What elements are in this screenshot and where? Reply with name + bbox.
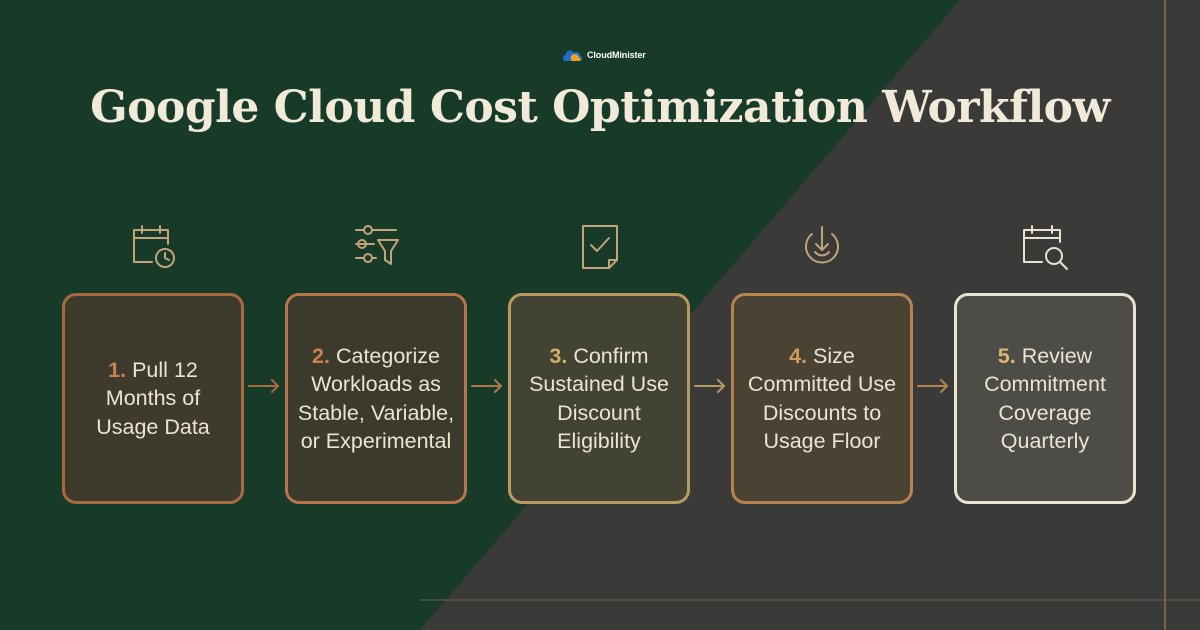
step-card-3: 3. Confirm Sustained Use Discount Eligib…	[508, 293, 690, 504]
step-card-4: 4. Size Committed Use Discounts to Usage…	[731, 293, 913, 504]
step-number-5: 5.	[997, 343, 1016, 368]
step-text-1: 1. Pull 12 Months of Usage Data	[73, 356, 233, 442]
step-label-3: Confirm Sustained Use Discount Eligibili…	[529, 343, 669, 454]
arrow-right-icon	[917, 379, 948, 393]
calendar-search-icon	[1023, 225, 1068, 270]
step-text-5: 5. Review Commitment Coverage Quarterly	[965, 342, 1125, 456]
brand-logo: CloudMinister	[561, 45, 646, 65]
filter-sliders-icon	[355, 225, 399, 265]
step-card-1: 1. Pull 12 Months of Usage Data	[62, 293, 244, 504]
step-card-5: 5. Review Commitment Coverage Quarterly	[954, 293, 1136, 504]
download-circle-icon	[805, 226, 839, 264]
step-label-5: Review Commitment Coverage Quarterly	[984, 343, 1106, 454]
step-label-1: Pull 12 Months of Usage Data	[96, 357, 210, 439]
brand-name: CloudMinister	[587, 50, 646, 60]
arrow-right-icon	[248, 379, 279, 393]
arrow-right-icon	[471, 379, 502, 393]
arrow-right-icon	[694, 379, 725, 393]
document-check-icon	[582, 225, 618, 269]
cloud-logo-icon	[563, 50, 583, 61]
step-card-2: 2. Categorize Workloads as Stable, Varia…	[285, 293, 467, 504]
step-number-1: 1.	[108, 357, 127, 382]
step-text-4: 4. Size Committed Use Discounts to Usage…	[742, 342, 902, 456]
step-text-2: 2. Categorize Workloads as Stable, Varia…	[296, 342, 456, 456]
step-label-2: Categorize Workloads as Stable, Variable…	[297, 343, 455, 454]
calendar-clock-icon	[133, 225, 175, 268]
step-number-4: 4.	[789, 343, 808, 368]
step-text-3: 3. Confirm Sustained Use Discount Eligib…	[519, 342, 679, 456]
step-number-3: 3.	[549, 343, 568, 368]
step-label-4: Size Committed Use Discounts to Usage Fl…	[747, 343, 897, 454]
step-number-2: 2.	[312, 343, 330, 368]
page-title: Google Cloud Cost Optimization Workflow	[90, 82, 1110, 133]
